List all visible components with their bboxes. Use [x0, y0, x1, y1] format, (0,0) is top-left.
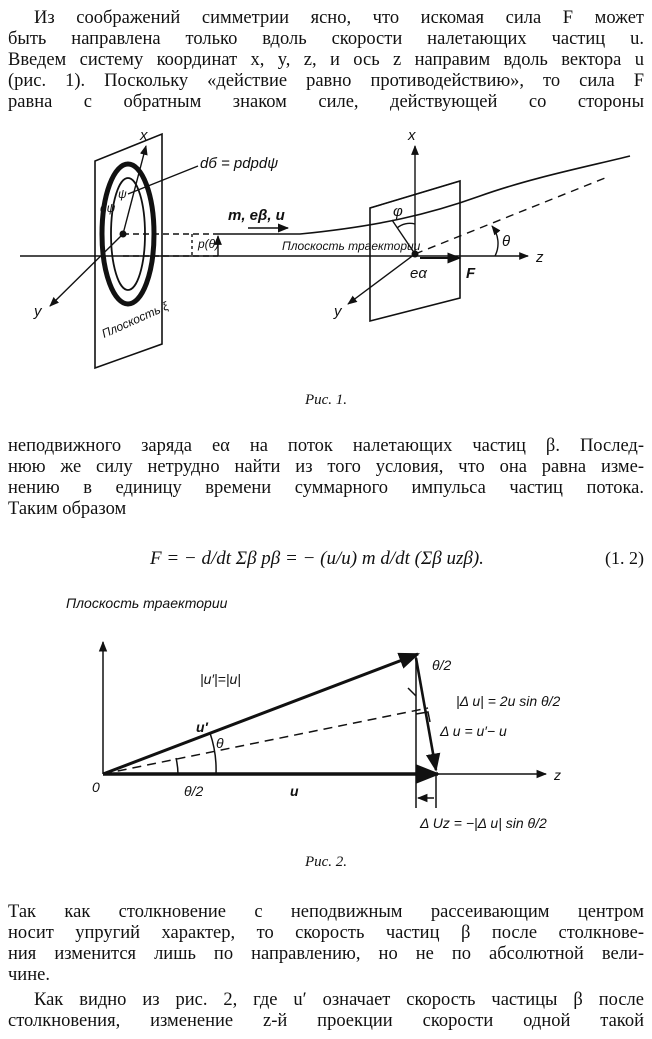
equation-number: (1. 2)	[605, 548, 644, 568]
figure-1: x y dб = pdpdψ dψ ψ m, eβ, u p(θ) Плоско…	[20, 127, 631, 370]
figure-1-caption: Рис. 1.	[304, 392, 348, 408]
text-line: носит упругий характер, то скорость част…	[8, 923, 644, 943]
text-line: столкновения, изменение z-й проекции ско…	[8, 1011, 644, 1031]
label-trajectory-plane: Плоскость траектории	[282, 239, 421, 253]
label-p-theta: p(θ)	[197, 237, 219, 251]
label-x-left: x	[139, 127, 148, 144]
plane-left	[94, 132, 163, 370]
label-psi: ψ	[118, 187, 127, 201]
label-half-theta-top: θ/2	[432, 657, 451, 673]
text-line: равна с обратным знаком силе, действующе…	[8, 92, 644, 112]
paragraph-3: Так как столкновение с неподвижным рассе…	[8, 902, 644, 986]
trajectory-curve	[218, 155, 631, 235]
text-line: быть направлена только вдоль скорости на…	[8, 29, 644, 49]
label-u-prime: u′	[196, 719, 209, 735]
axis-y-left	[49, 233, 124, 307]
label-phi: φ	[393, 203, 403, 220]
text-line: чине.	[8, 965, 50, 985]
text-line: неподвижного заряда eα на поток налетающ…	[8, 436, 644, 456]
label-theta: θ	[216, 735, 224, 751]
paragraph-1: Из соображений симметрии ясно, что иском…	[8, 8, 644, 113]
axis-y-right	[347, 253, 416, 305]
label-delta-uz: Δ Uz = −|Δ u| sin θ/2	[419, 815, 547, 831]
label-z: z	[535, 249, 544, 266]
bisector	[102, 707, 429, 775]
label-e-alpha: eα	[410, 265, 427, 282]
label-y-right: y	[333, 303, 343, 320]
label-z: z	[553, 767, 561, 783]
text-line: Как видно из рис. 2, где u′ означает ско…	[34, 990, 644, 1010]
label-particle: m, eβ, u	[228, 207, 285, 224]
text-line: Таким образом	[8, 499, 127, 519]
label-x-right: x	[407, 127, 416, 144]
label-half-theta-bottom: θ/2	[184, 783, 203, 799]
paragraph-4: Как видно из рис. 2, где u′ означает ско…	[8, 990, 644, 1032]
formula-text: F = − d/dt Σβ pβ = − (u/u) m d/dt (Σβ uz…	[150, 548, 484, 569]
label-origin: 0	[92, 779, 100, 795]
paragraph-2: неподвижного заряда eα на поток налетающ…	[8, 436, 644, 520]
label-delta-u: Δ u = u′− u	[439, 723, 507, 739]
text-line: Так как столкновение с неподвижным рассе…	[8, 902, 644, 922]
text-line: Введем систему координат x, y, z, и ось …	[8, 50, 644, 70]
vector-delta-u	[414, 657, 441, 772]
vector-u-prime	[102, 652, 420, 776]
figure-2-caption: Рис. 2.	[304, 854, 348, 870]
label-dsigma: dб = pdpdψ	[200, 155, 278, 172]
label-plane: Плоскость траектории	[66, 596, 228, 611]
text-line: Из соображений симметрии ясно, что иском…	[34, 8, 644, 28]
axis-x-left	[122, 145, 148, 235]
text-line: нению в единицу времени суммарного импул…	[8, 478, 644, 498]
figure-2: Плоскость траектории |u′|=|u| u′ θ θ/2 u…	[66, 596, 561, 831]
text-line: нюю же силу нетрудно найти из того услов…	[8, 457, 644, 477]
label-dpsi: dψ	[100, 201, 116, 215]
label-y-left: y	[33, 303, 43, 320]
label-plane-xi: Плоскость ξ	[100, 299, 172, 341]
formula-1-2: F = − d/dt Σβ pβ = − (u/u) m d/dt (Σβ uz…	[0, 530, 652, 590]
label-u: u	[290, 783, 299, 799]
text-line: ния изменится лишь по направлению, но не…	[8, 944, 644, 964]
label-delta-u-mod: |Δ u| = 2u sin θ/2	[456, 693, 561, 709]
text-line: (рис. 1). Поскольку «действие равно прот…	[8, 71, 644, 91]
label-theta: θ	[502, 233, 510, 250]
label-F: F	[466, 265, 476, 282]
label-modulus: |u′|=|u|	[200, 671, 241, 687]
